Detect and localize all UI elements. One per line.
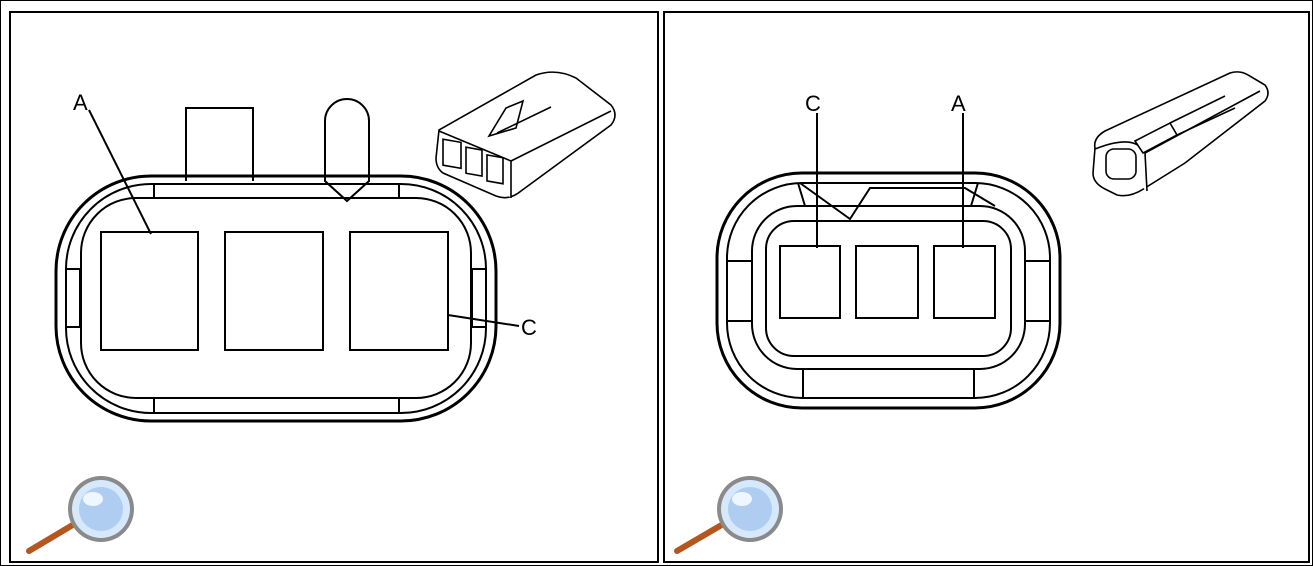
terminal-cavity-b	[855, 245, 919, 319]
connector-thumbnail	[435, 71, 616, 199]
side-notch-left	[65, 268, 81, 328]
callout-a: A	[951, 91, 966, 116]
terminal-cavity-c	[779, 245, 841, 319]
cavity-surround	[765, 220, 1012, 357]
connector-drawing-right: C A	[674, 71, 1269, 554]
connector-housing	[54, 174, 498, 423]
connector-drawing-left: A C	[26, 71, 616, 554]
connector-thumbnail	[1092, 71, 1269, 197]
housing-inner-face	[80, 197, 472, 399]
housing-lip	[65, 183, 487, 414]
housing-lip	[726, 182, 1051, 399]
leader-line-c	[447, 314, 520, 327]
housing-inner-face	[751, 205, 1026, 370]
locking-tab	[185, 107, 254, 181]
callout-c: C	[521, 315, 537, 340]
magnifier-icon[interactable]	[26, 476, 134, 554]
terminal-cavity-c	[349, 231, 449, 351]
magnifier-icon[interactable]	[674, 476, 783, 554]
key-post	[324, 98, 370, 203]
leader-line-a	[88, 109, 152, 235]
connector-housing	[715, 171, 1062, 410]
callout-c: C	[805, 91, 821, 116]
side-notch-right	[471, 268, 487, 328]
top-ridge	[799, 182, 996, 221]
terminal-cavity-a	[100, 231, 199, 351]
terminal-cavity-b	[224, 231, 324, 351]
callout-a: A	[73, 90, 88, 115]
connector-view-left: A C	[9, 11, 659, 563]
terminal-cavity-a	[933, 245, 996, 319]
connector-view-right: C A	[663, 11, 1310, 563]
